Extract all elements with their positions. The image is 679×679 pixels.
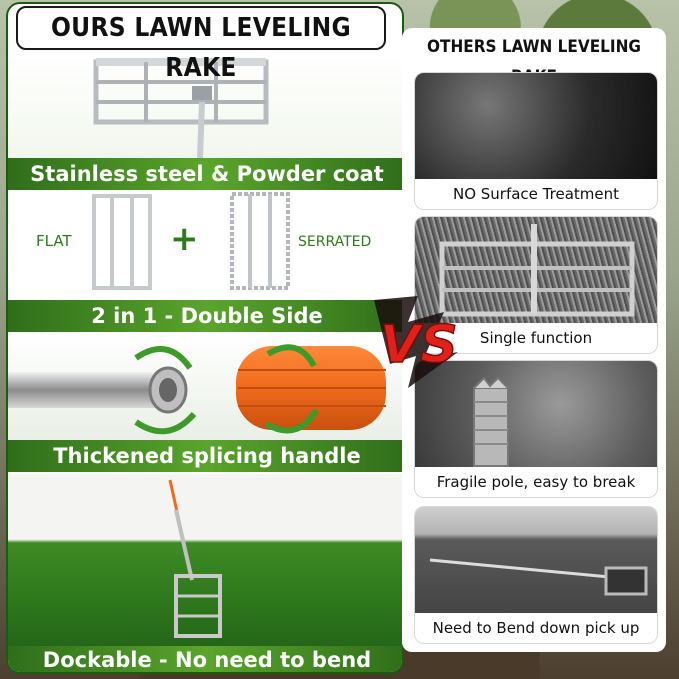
broken-pole-icon [473,376,509,467]
others-card-1: NO Surface Treatment [414,72,658,210]
feature-band-4: Dockable - No need to bend [8,646,402,672]
rake-image-section [8,54,402,158]
serrated-label: SERRATED [298,234,372,250]
others-caption-3: Fragile pole, easy to break [415,467,657,497]
double-side-section [8,190,402,300]
feature-band-1: Stainless steel & Powder coat [8,158,402,190]
feature-band-2: 2 in 1 - Double Side [8,300,402,332]
flat-side-icon [92,194,152,290]
fragile-pole-photo [415,361,657,469]
handle-illustration [8,344,386,435]
vs-text: VS [380,315,458,375]
rake-frame-icon [439,224,635,317]
ours-panel: Stainless steel & Powder coat 2 in 1 - D… [6,2,404,674]
others-title: OTHERS LAWN LEVELING RAKE [427,37,641,87]
others-caption-1: NO Surface Treatment [415,179,657,209]
dockable-rake-illustration [168,479,222,638]
others-caption-4: Need to Bend down pick up [415,613,657,643]
vs-badge: VS [374,296,458,388]
plus-icon: + [170,219,199,259]
ours-title: OURS LAWN LEVELING RAKE [16,6,386,83]
untreated-surface-photo [415,73,657,181]
rake-on-lawn-icon [429,558,648,596]
others-caption-2: Single function [415,323,657,353]
serrated-side-icon [230,192,290,290]
feature-band-3: Thickened splicing handle [8,440,402,472]
flat-label: FLAT [36,232,72,250]
others-card-3: Fragile pole, easy to break [414,360,658,498]
rake-head-illustration [93,58,269,159]
